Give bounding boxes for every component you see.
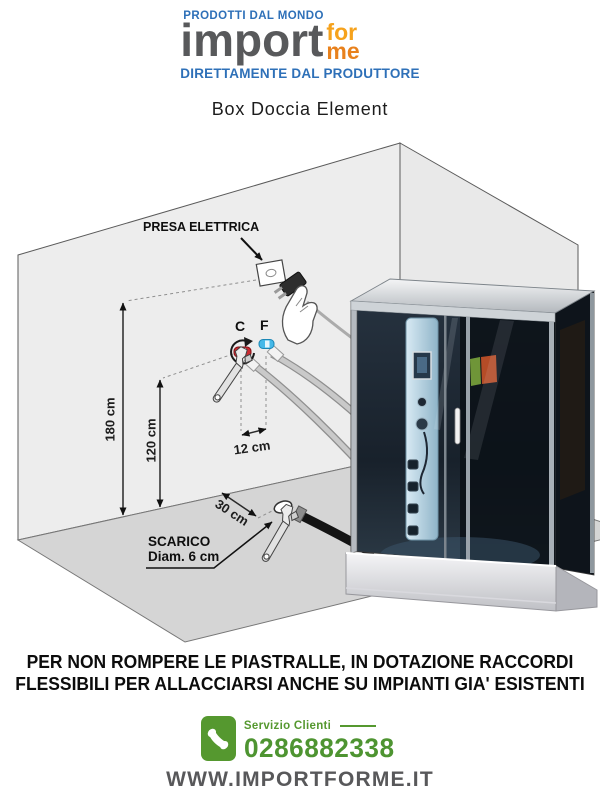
service-label-row: Servizio Clienti xyxy=(244,720,399,732)
brand-name-main: import xyxy=(180,14,324,66)
service-text-block: Servizio Clienti 0286882338 xyxy=(244,716,399,762)
phone-icon xyxy=(200,716,236,761)
dim-line-12 xyxy=(241,427,267,437)
brand-accent-for: for xyxy=(326,19,358,45)
shower-cabin xyxy=(345,278,598,612)
drain-label-line2: Diam. 6 cm xyxy=(148,549,220,564)
control-panel xyxy=(405,317,439,541)
guide-lines xyxy=(125,279,273,519)
brand-logo: PRODOTTI DAL MONDO import for me DIRETTA… xyxy=(180,10,419,81)
brand-wordmark: import for me xyxy=(180,14,419,66)
dim-120-label: 120 cm xyxy=(143,418,159,463)
cabin-corner-post xyxy=(350,300,358,554)
drain-leader-arrow xyxy=(146,521,273,569)
cold-label: F xyxy=(260,317,269,333)
hot-label: C xyxy=(235,318,246,334)
cold-fitting-icon xyxy=(258,339,275,349)
room-scene xyxy=(16,142,600,643)
power-outlet-icon xyxy=(255,259,287,287)
towel xyxy=(470,355,497,386)
brand-tagline-bottom: DIRETTAMENTE DAL PRODUTTORE xyxy=(180,65,420,81)
service-label: Servizio Clienti xyxy=(243,720,332,732)
dim-line-30 xyxy=(221,492,257,517)
phone-number: 0286882338 xyxy=(243,733,395,763)
footer: Servizio Clienti 0286882338 WWW.IMPORTFO… xyxy=(0,716,600,792)
note-line1: PER NON ROMPERE LE PIASTRALLE, IN DOTAZI… xyxy=(26,652,574,672)
door-handle xyxy=(454,407,461,445)
outlet-pointer-arrow xyxy=(240,237,263,261)
product-title: Box Doccia Element xyxy=(211,99,389,119)
service-dash-decoration xyxy=(340,725,377,727)
flexible-fittings-note: PER NON ROMPERE LE PIASTRALLE, IN DOTAZI… xyxy=(9,652,591,696)
brand-accent-me: me xyxy=(326,37,360,64)
website-url: WWW.IMPORTFORME.IT xyxy=(166,768,434,792)
brand-name-accent: for me xyxy=(326,19,360,64)
outlet-label: PRESA ELETTRICA xyxy=(143,220,260,234)
drain-label: SCARICO Diam. 6 cm xyxy=(148,534,219,564)
drain-label-line1: SCARICO xyxy=(148,534,211,549)
base-tray xyxy=(345,552,598,612)
installation-diagram: PRESA ELETTRICA C F 180 cm 120 cm 12 cm … xyxy=(0,130,600,650)
brand-tagline-top: PRODOTTI DAL MONDO xyxy=(183,10,324,22)
customer-service-block: Servizio Clienti 0286882338 xyxy=(200,716,399,762)
note-line2: FLESSIBILI PER ALLACCIARSI ANCHE SU IMPI… xyxy=(15,673,585,694)
dim-180-label: 180 cm xyxy=(102,397,118,442)
hand-plug-icon xyxy=(273,271,318,345)
